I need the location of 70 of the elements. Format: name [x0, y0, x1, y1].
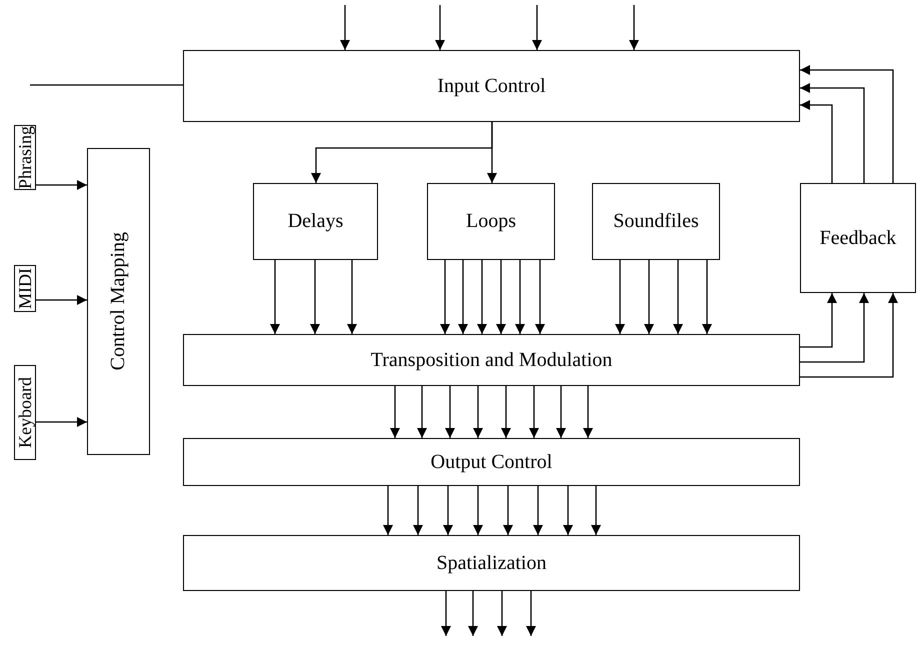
- arrow: [800, 65, 894, 183]
- block-box: [183, 50, 800, 122]
- arrow: [496, 260, 506, 334]
- block-box: [592, 183, 720, 260]
- arrow: [673, 260, 683, 334]
- arrow: [347, 260, 357, 334]
- arrow: [563, 486, 573, 535]
- arrow: [413, 486, 423, 535]
- block-label: Soundfiles: [613, 210, 699, 233]
- arrow: [36, 295, 87, 305]
- block-label: Keyboard: [14, 377, 36, 448]
- arrow: [800, 83, 865, 183]
- arrow: [310, 260, 320, 334]
- arrow: [556, 386, 566, 438]
- arrow: [440, 260, 450, 334]
- arrow: [441, 591, 451, 636]
- arrow: [443, 486, 453, 535]
- arrow: [445, 386, 455, 438]
- block-label: Output Control: [430, 450, 552, 474]
- arrow: [383, 486, 393, 535]
- arrow: [644, 260, 654, 334]
- block-box: [87, 148, 150, 455]
- arrow: [800, 293, 837, 348]
- block-label: Transposition and Modulation: [370, 348, 612, 372]
- arrow: [591, 486, 601, 535]
- arrow: [615, 260, 625, 334]
- arrow: [702, 260, 712, 334]
- block-box: [183, 334, 800, 386]
- arrow: [800, 293, 869, 363]
- arrow: [390, 386, 400, 438]
- arrow: [529, 386, 539, 438]
- arrow: [629, 5, 639, 50]
- block-box: [253, 183, 378, 260]
- block-box: [183, 438, 800, 486]
- arrow: [800, 100, 833, 183]
- arrow: [583, 386, 593, 438]
- arrow: [477, 260, 487, 334]
- arrow: [458, 260, 468, 334]
- arrow: [497, 591, 507, 636]
- arrow: [435, 5, 445, 50]
- block-box: [183, 535, 800, 591]
- line: [30, 84, 183, 86]
- block-label: Control Mapping: [107, 232, 130, 371]
- block-label: MIDI: [14, 268, 36, 309]
- arrow: [501, 386, 511, 438]
- arrow: [515, 260, 525, 334]
- arrow: [417, 386, 427, 438]
- arrow: [800, 293, 898, 378]
- block-label: Spatialization: [436, 552, 546, 574]
- arrow: [270, 260, 280, 334]
- arrow: [532, 5, 542, 50]
- block-label: Feedback: [820, 226, 896, 250]
- arrow: [36, 417, 87, 427]
- arrow: [473, 386, 483, 438]
- arrow: [473, 486, 483, 535]
- arrow: [487, 122, 497, 183]
- block-label: Loops: [466, 210, 516, 233]
- block-label: Phrasing: [14, 126, 36, 189]
- block-label: Delays: [288, 210, 344, 233]
- arrow: [468, 591, 478, 636]
- arrow: [503, 486, 513, 535]
- block-box: [427, 183, 555, 260]
- block-label: Input Control: [437, 74, 546, 98]
- arrow: [340, 5, 350, 50]
- arrow: [535, 260, 545, 334]
- arrow: [526, 591, 536, 636]
- arrow: [36, 180, 87, 190]
- arrow: [533, 486, 543, 535]
- block-box: [14, 365, 36, 460]
- block-box: [800, 183, 916, 293]
